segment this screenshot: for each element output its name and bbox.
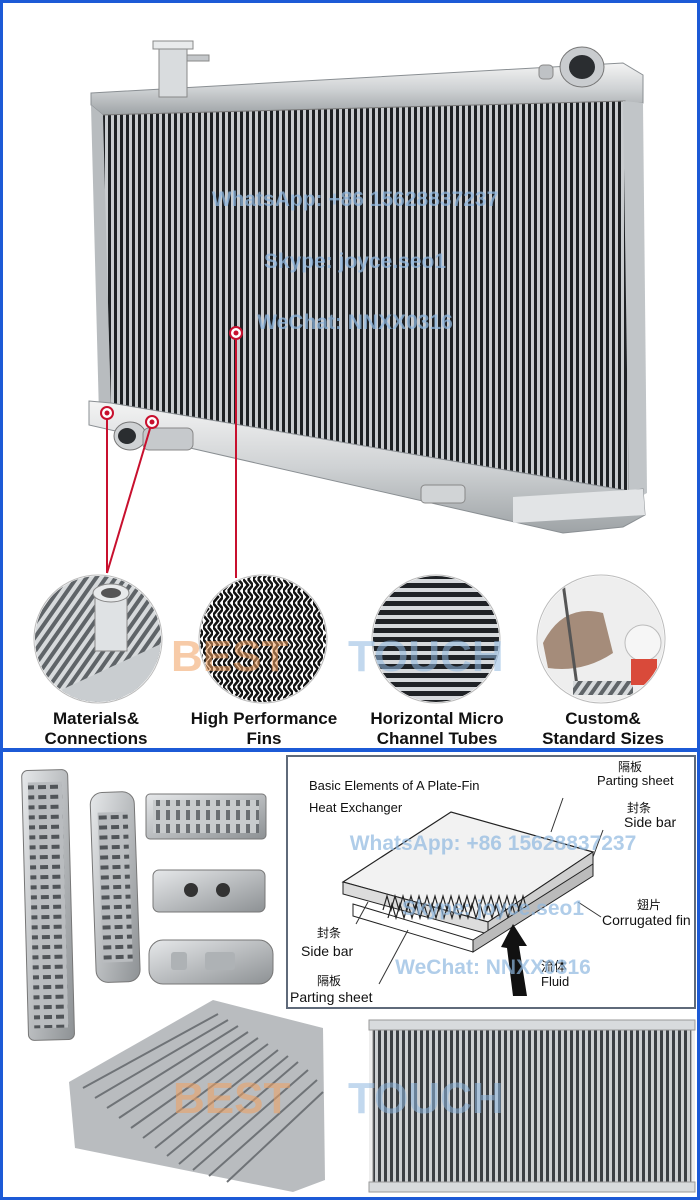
feature-label-1-line2: Connections xyxy=(45,729,148,748)
label-fluid: Fluid xyxy=(541,974,569,989)
feature-label-3-line1: Horizontal Micro xyxy=(370,709,503,728)
feature-label-1-line1: Materials& xyxy=(53,709,139,728)
watermark-touch-bottom: TOUCH xyxy=(348,1074,504,1123)
label-side-bar-left: Side bar xyxy=(301,943,353,959)
watermark-whatsapp: WhatsApp: +86 15628837237 xyxy=(212,188,499,211)
label-side-bar-left-cn: 封条 xyxy=(317,926,341,940)
watermark-touch: TOUCH xyxy=(348,632,504,681)
feature-label-4-line2: Standard Sizes xyxy=(542,729,664,748)
watermark-wechat: WeChat: NNXX0316 xyxy=(257,311,453,334)
diagram-title-line1: Basic Elements of A Plate-Fin xyxy=(309,778,480,793)
label-fluid-cn: 流体 xyxy=(541,959,567,974)
watermark-best: BEST xyxy=(171,632,288,681)
section-divider xyxy=(3,748,697,752)
watermark-skype: Skype: joyce.seo1 xyxy=(264,250,446,273)
feature-label-3-line2: Channel Tubes xyxy=(377,729,498,748)
label-parting-sheet-bottom: Parting sheet xyxy=(290,989,373,1005)
components-photo: Basic Elements of A Plate-Fin Heat Excha… xyxy=(21,755,696,1193)
label-side-bar-right: Side bar xyxy=(624,814,676,830)
feature-label-2-line1: High Performance xyxy=(191,709,337,728)
watermark-diagram-wechat: WeChat: NNXX0316 xyxy=(395,956,591,979)
diagram-title-line2: Heat Exchanger xyxy=(309,800,403,815)
watermark-diagram-skype: Skype: joyce.seo1 xyxy=(402,897,584,920)
watermark-best-bottom: BEST xyxy=(173,1074,290,1123)
feature-label-2-line2: Fins xyxy=(247,729,282,748)
watermark-diagram-whatsapp: WhatsApp: +86 15628837237 xyxy=(350,832,637,855)
feature-label-4-line1: Custom& xyxy=(565,709,641,728)
label-side-bar-right-cn: 封条 xyxy=(627,801,651,815)
radiator-photo: Materials& Connections High Performance … xyxy=(33,40,666,748)
label-corrugated-cn: 翅片 xyxy=(637,897,661,912)
label-corrugated-fin: Corrugated fin xyxy=(602,912,691,928)
label-parting-sheet-top: Parting sheet xyxy=(597,773,674,788)
label-parting-sheet-top-cn: 隔板 xyxy=(618,760,642,774)
label-parting-sheet-bottom-cn: 隔板 xyxy=(317,974,341,988)
